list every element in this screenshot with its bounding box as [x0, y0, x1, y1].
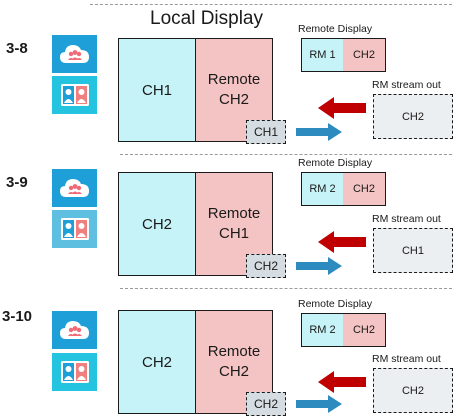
incoming-arrow-icon: [318, 371, 366, 393]
local-out-box: CH2: [246, 392, 286, 416]
incoming-arrow-icon: [318, 231, 366, 253]
cloud-users-button[interactable]: [52, 311, 97, 349]
step-number: 3-9: [6, 174, 28, 191]
remote-display-label: Remote Display: [298, 157, 373, 169]
cloud-users-icon: [59, 318, 91, 342]
presentation-users-icon: [60, 217, 90, 241]
presentation-users-icon: [60, 83, 90, 107]
stream-out-box: CH2: [373, 94, 453, 139]
local-channel-left: CH2: [118, 310, 196, 414]
remote-display-channel: CH2: [343, 38, 386, 72]
remote-display-label: Remote Display: [298, 298, 373, 310]
divider-row-2: [120, 288, 452, 289]
divider-row-1: [120, 154, 452, 155]
remote-display-rm: RM 2: [301, 172, 344, 206]
cloud-users-button[interactable]: [52, 35, 97, 73]
outgoing-arrow-icon: [296, 395, 342, 413]
page-title: Local Display: [150, 8, 263, 29]
step-number: 3-10: [2, 308, 33, 325]
presentation-users-button[interactable]: [52, 353, 97, 391]
stream-out-box: CH2: [373, 368, 453, 413]
local-channel-left: CH1: [118, 38, 196, 142]
cloud-users-icon: [59, 176, 91, 200]
local-out-box: CH1: [246, 120, 286, 144]
local-channel-left: CH2: [118, 172, 196, 276]
remote-display-rm: RM 2: [301, 313, 344, 347]
divider-top: [90, 4, 452, 5]
stream-out-label: RM stream out: [372, 213, 441, 225]
remote-display-channel: CH2: [343, 172, 386, 206]
incoming-arrow-icon: [318, 97, 366, 119]
presentation-users-button[interactable]: [52, 210, 97, 248]
local-out-box: CH2: [246, 254, 286, 278]
remote-display-label: Remote Display: [298, 23, 373, 35]
remote-display-channel: CH2: [343, 313, 386, 347]
presentation-users-button[interactable]: [52, 76, 97, 114]
step-number: 3-8: [6, 40, 28, 57]
cloud-users-icon: [59, 42, 91, 66]
stream-out-label: RM stream out: [372, 79, 441, 91]
stream-out-label: RM stream out: [372, 353, 441, 365]
outgoing-arrow-icon: [296, 257, 342, 275]
remote-display-rm: RM 1: [301, 38, 344, 72]
outgoing-arrow-icon: [296, 123, 342, 141]
stream-out-box: CH1: [373, 228, 453, 273]
presentation-users-icon: [60, 360, 90, 384]
cloud-users-button[interactable]: [52, 169, 97, 207]
